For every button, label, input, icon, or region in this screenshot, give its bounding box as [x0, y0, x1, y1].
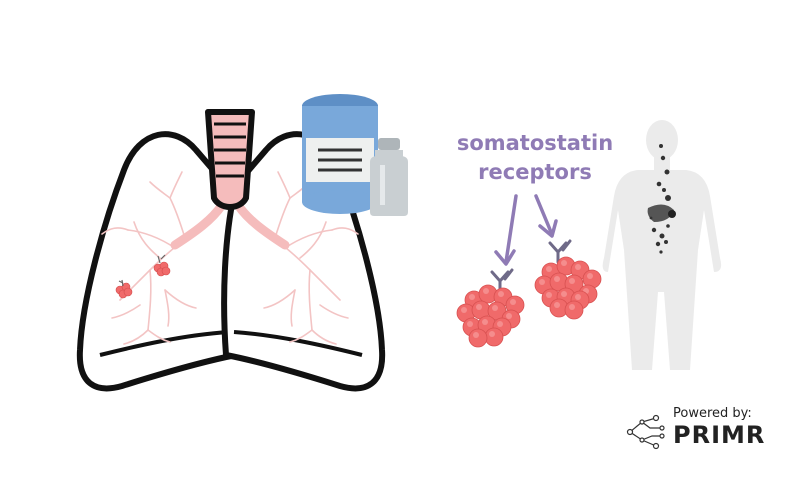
human-silhouette [602, 120, 722, 370]
left-main-bronchus [170, 200, 227, 250]
medication-vial [370, 138, 408, 216]
receptor-right [548, 239, 572, 264]
lung-tumor-2 [153, 254, 171, 277]
primr-logo-mark [626, 414, 665, 450]
lung-tumor-1 [115, 279, 133, 299]
silhouette-metastases [647, 144, 676, 254]
label-somatostatin: somatostatin [456, 131, 614, 155]
arrow-left [504, 194, 518, 264]
receptor-left [490, 268, 514, 294]
powered-by-branding[interactable]: Powered by: PRIMR [620, 404, 780, 456]
label-receptors: receptors [478, 160, 592, 184]
powered-by-text: Powered by: [673, 406, 752, 421]
tumor-cluster-right [534, 256, 602, 320]
primr-brand-name: PRIMR [673, 421, 766, 449]
arrow-right [534, 194, 553, 234]
medication-bottle [302, 94, 378, 214]
trachea [205, 109, 255, 210]
arrows [494, 194, 558, 266]
tumor-cluster-left [456, 284, 525, 348]
right-main-bronchus [233, 200, 290, 250]
